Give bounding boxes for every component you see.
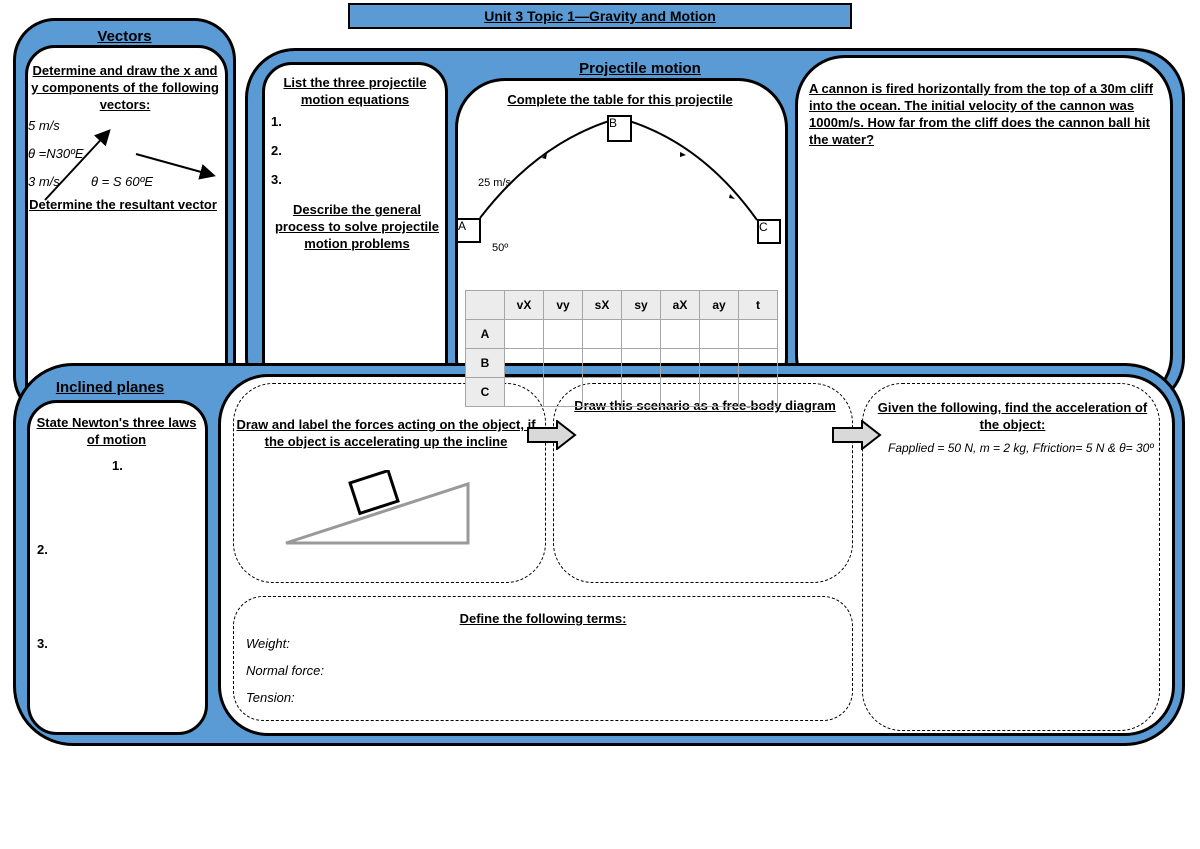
table-prompt: Complete the table for this projectile [507, 92, 733, 107]
projectile-heading: Projectile motion [579, 60, 701, 77]
newton-2: 2. [37, 542, 48, 557]
newton-3: 3. [37, 636, 48, 651]
equations-prompt: List the three projectile motion equatio… [283, 75, 427, 107]
header-cell: vX [504, 290, 544, 320]
process-prompt: Describe the general process to solve pr… [274, 202, 439, 251]
resultant-prompt: Determine the resultant vector [29, 197, 217, 212]
row-label: B [465, 348, 505, 378]
table-cell[interactable] [543, 377, 583, 407]
table-cell[interactable] [504, 319, 544, 349]
header-cell: sy [621, 290, 661, 320]
cannon-question: A cannon is fired horizontally from the … [809, 81, 1154, 147]
define-prompt: Define the following terms: [459, 611, 627, 626]
header-cell: t [738, 290, 778, 320]
term-tension: Tension: [246, 690, 295, 705]
arrow-right-icon [832, 420, 882, 450]
table-cell[interactable] [543, 319, 583, 349]
direction-arrowhead [729, 194, 735, 199]
title-bar: Unit 3 Topic 1—Gravity and Motion [348, 3, 852, 29]
table-cell[interactable] [621, 348, 661, 378]
direction-arrowhead [680, 152, 686, 157]
header-cell: aX [660, 290, 700, 320]
term-normal-force: Normal force: [246, 663, 325, 678]
table-cell[interactable] [699, 377, 739, 407]
table-cell[interactable] [699, 348, 739, 378]
table-cell[interactable] [699, 319, 739, 349]
newton-1: 1. [112, 458, 123, 473]
row-label: A [465, 319, 505, 349]
point-c: C [757, 219, 781, 244]
table-cell[interactable] [738, 377, 778, 407]
point-b: B [607, 115, 632, 142]
vectors-prompt: Determine and draw the x and y component… [31, 63, 219, 112]
vectors-box [25, 45, 228, 425]
header-cell: vy [543, 290, 583, 320]
equations-box [262, 62, 448, 402]
inclined-heading: Inclined planes [55, 379, 165, 396]
launch-angle: 50º [492, 242, 509, 254]
v2-magnitude: 3 m/s [28, 174, 60, 189]
table-row: C [465, 377, 778, 407]
vectors-heading: Vectors [97, 28, 152, 45]
table-cell[interactable] [738, 319, 778, 349]
given-values: Fapplied = 50 N, m = 2 kg, Ffriction= 5 … [888, 441, 1154, 455]
table-cell[interactable] [582, 319, 622, 349]
vector-arrows [44, 129, 216, 201]
incline-ramp [285, 481, 470, 545]
table-cell[interactable] [621, 377, 661, 407]
point-a: A [456, 218, 481, 243]
table-cell[interactable] [621, 319, 661, 349]
projectile-table: vX vy sX sy aX ay t A B C [465, 290, 778, 407]
table-cell[interactable] [660, 377, 700, 407]
table-cell[interactable] [543, 348, 583, 378]
incline-block [348, 470, 400, 516]
arrow-right-icon [527, 420, 577, 450]
table-cell[interactable] [504, 377, 544, 407]
fbd-box [553, 383, 853, 583]
v1-direction: θ =N30ºE [28, 146, 84, 161]
vector-arrow-1 [44, 129, 111, 201]
table-cell[interactable] [504, 348, 544, 378]
launch-speed: 25 m/s [478, 177, 512, 189]
given-box [862, 383, 1160, 731]
term-weight: Weight: [246, 636, 290, 651]
equation-2: 2. [271, 143, 282, 158]
table-header-row: vX vy sX sy aX ay t [465, 290, 778, 320]
table-cell[interactable] [660, 348, 700, 378]
header-cell [465, 290, 505, 320]
forces-prompt: Draw and label the forces acting on the … [236, 417, 536, 449]
table-cell[interactable] [582, 377, 622, 407]
given-prompt: Given the following, find the accelerati… [877, 400, 1148, 432]
table-row: B [465, 348, 778, 378]
header-cell: sX [582, 290, 622, 320]
equation-3: 3. [271, 172, 282, 187]
table-row: A [465, 319, 778, 349]
newton-prompt: State Newton's three laws of motion [36, 415, 197, 447]
direction-arrowhead [542, 153, 547, 159]
equation-1: 1. [271, 114, 282, 129]
table-cell[interactable] [660, 319, 700, 349]
define-box [233, 596, 853, 721]
vector-arrow-2 [135, 153, 216, 180]
v1-magnitude: 5 m/s [28, 118, 60, 133]
incline-diagram [285, 470, 470, 545]
header-cell: ay [699, 290, 739, 320]
newton-box [27, 400, 208, 735]
row-label: C [465, 377, 505, 407]
table-cell[interactable] [582, 348, 622, 378]
v2-direction: θ = S 60ºE [91, 174, 154, 189]
table-cell[interactable] [738, 348, 778, 378]
